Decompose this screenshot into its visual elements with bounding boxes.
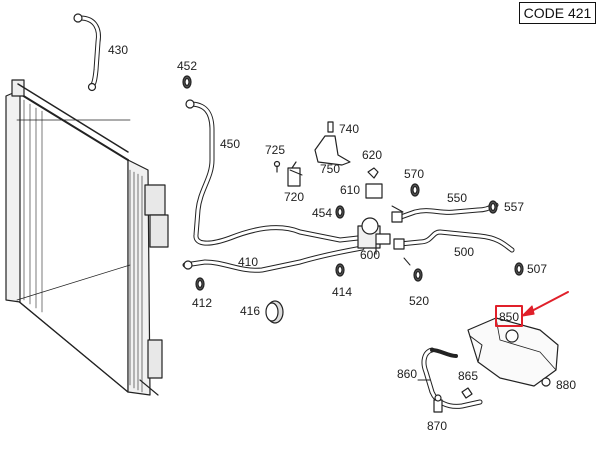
bracket-750 (314, 121, 351, 166)
hose-550 (391, 202, 499, 223)
label-414: 414 (332, 285, 352, 299)
label-454: 454 (312, 206, 332, 220)
hose-450 (185, 99, 361, 246)
label-720: 720 (284, 190, 304, 204)
seal-454 (335, 205, 345, 219)
label-865: 865 (458, 369, 478, 383)
clip-865 (461, 387, 473, 399)
seal-507 (514, 262, 524, 276)
hose-860 (421, 347, 483, 409)
label-610: 610 (340, 183, 360, 197)
label-507: 507 (527, 262, 547, 276)
label-430: 430 (108, 43, 128, 57)
sensor-870 (433, 394, 443, 413)
seal-570 (410, 183, 420, 197)
label-850: 850 (499, 310, 519, 324)
reservoir-850 (467, 317, 559, 387)
valve-600 (357, 217, 391, 255)
label-880: 880 (556, 378, 576, 392)
clip-620 (367, 167, 379, 179)
clip-610 (365, 183, 383, 199)
label-740: 740 (339, 122, 359, 136)
hose-430 (73, 13, 101, 92)
seal-557 (488, 200, 498, 214)
label-750: 750 (320, 162, 340, 176)
code-box: CODE 421 (519, 2, 596, 24)
filter-416 (265, 300, 284, 324)
label-416: 416 (240, 304, 260, 318)
label-452: 452 (177, 59, 197, 73)
leader-lines (289, 169, 431, 381)
seal-452 (182, 75, 192, 89)
label-557: 557 (504, 200, 524, 214)
label-550: 550 (447, 191, 467, 205)
label-500: 500 (454, 245, 474, 259)
label-600: 600 (360, 248, 380, 262)
seal-412 (195, 277, 205, 291)
label-570: 570 (404, 167, 424, 181)
label-450: 450 (220, 137, 240, 151)
label-870: 870 (427, 419, 447, 433)
highlight-arrow (521, 291, 569, 317)
seal-520 (413, 268, 423, 282)
bracket-720 (287, 161, 301, 187)
label-410: 410 (238, 255, 258, 269)
screw-725 (273, 160, 281, 173)
label-860: 860 (397, 367, 417, 381)
label-620: 620 (362, 148, 382, 162)
seal-414 (335, 263, 345, 277)
radiator (5, 79, 169, 396)
label-520: 520 (409, 294, 429, 308)
label-725: 725 (265, 143, 285, 157)
hose-500 (393, 229, 515, 253)
hose-410 (182, 245, 365, 273)
label-412: 412 (192, 296, 212, 310)
